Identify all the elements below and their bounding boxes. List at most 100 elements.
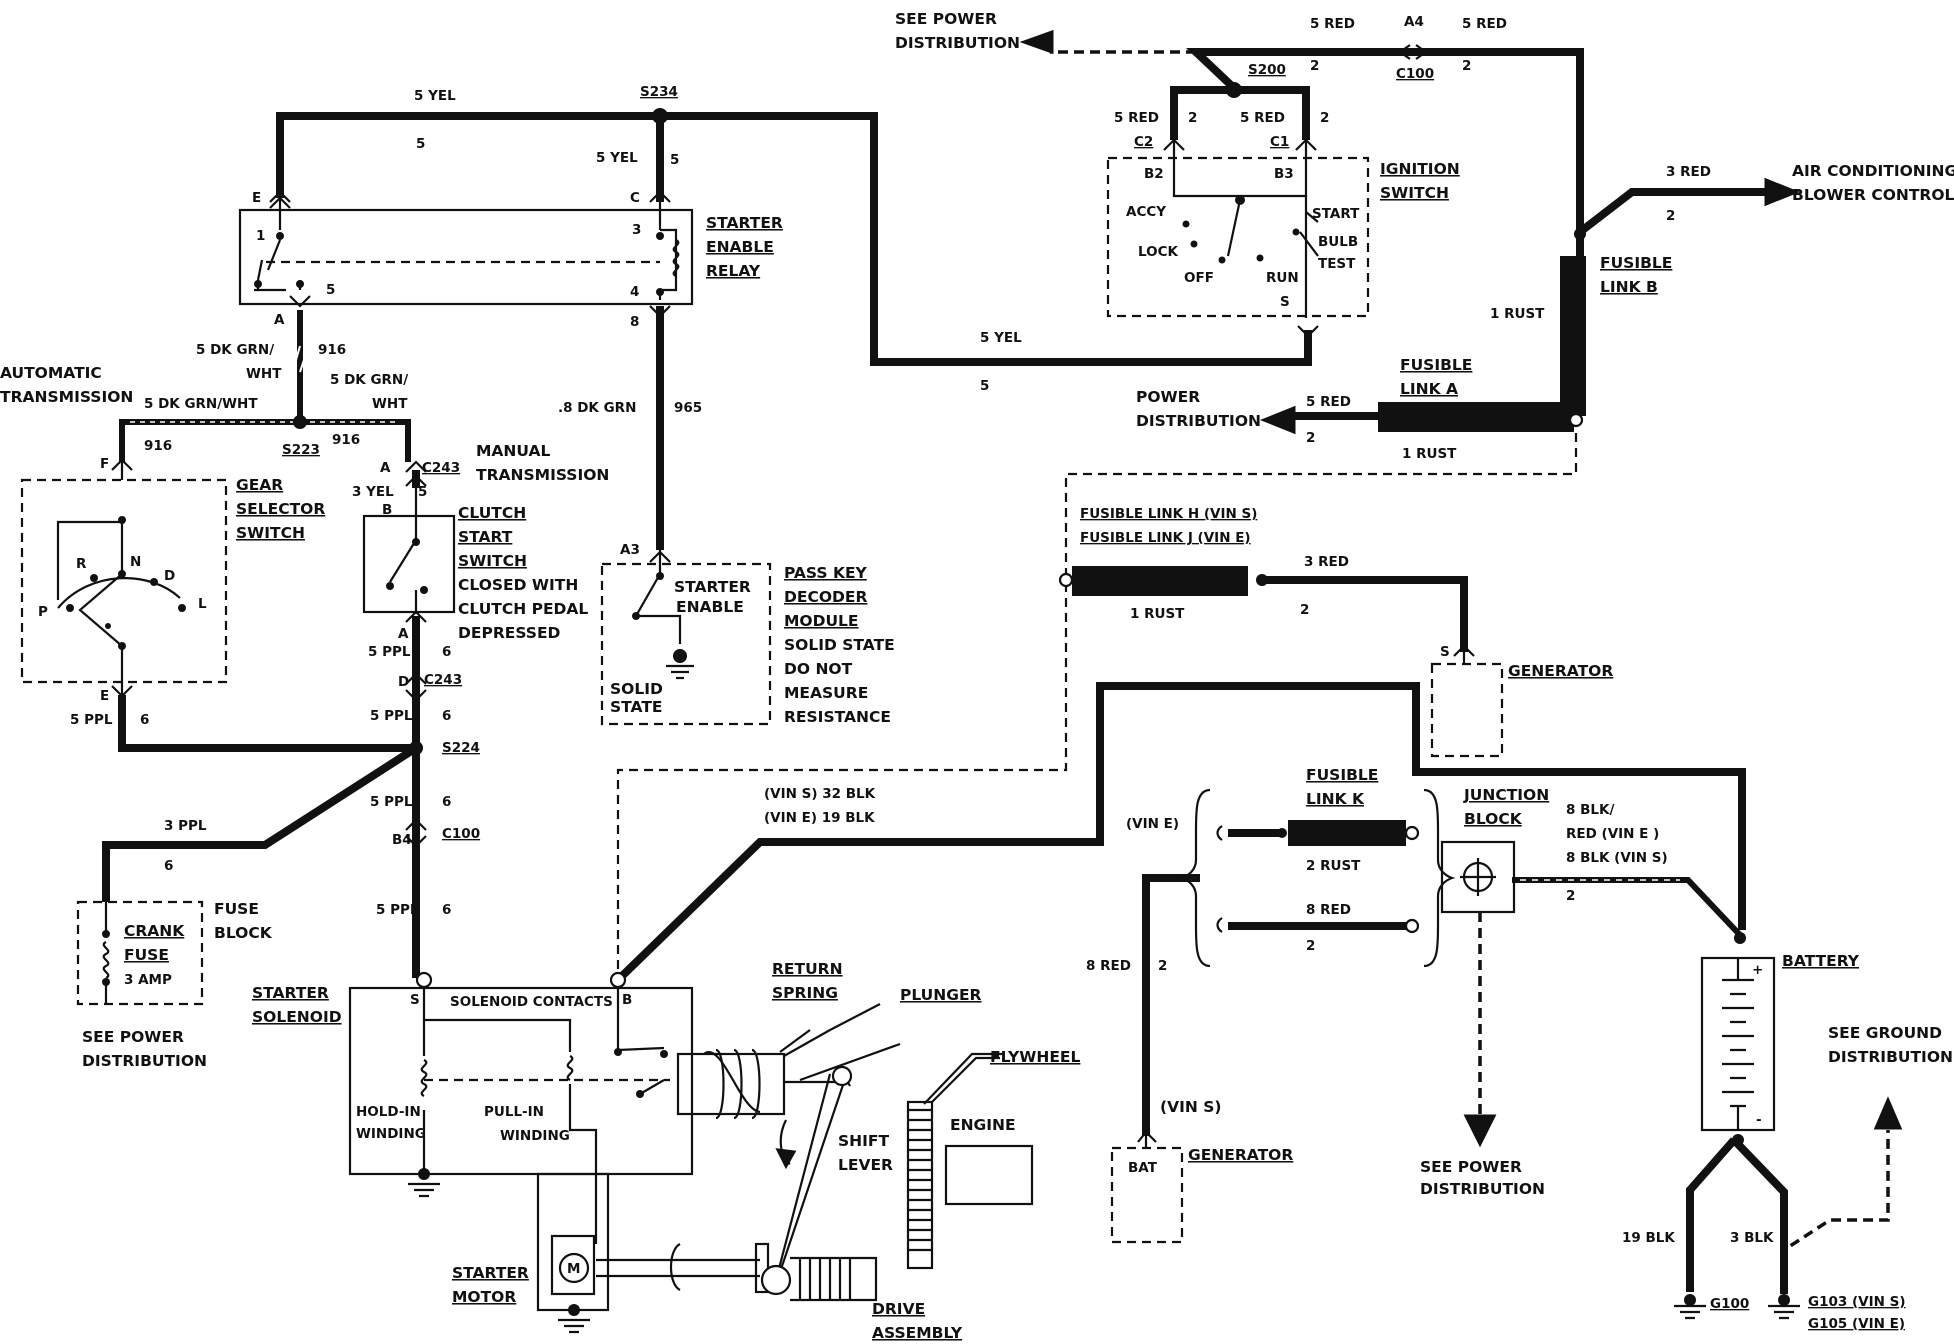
passkey-label-1: PASS KEY — [784, 564, 868, 582]
flink-a-wire: 1 RUST — [1402, 446, 1457, 462]
generator-top-pin: S — [1440, 644, 1450, 660]
junction-label-1: JUNCTION — [1463, 786, 1549, 804]
drive-assembly-1: DRIVE — [872, 1300, 925, 1318]
ref-power-distribution-1: POWER — [1136, 388, 1200, 406]
connector-a4: A4 — [1404, 14, 1424, 30]
circ-916-left: 916 — [144, 438, 172, 454]
ign-pin-b2: B2 — [1144, 166, 1164, 182]
wire-5ppl-a: 5 PPL — [368, 644, 411, 660]
ref-ac-1: AIR CONDITIONING: — [1792, 162, 1954, 180]
relay-pin-3: 3 — [632, 222, 641, 238]
gear-d: D — [164, 568, 175, 584]
ign-test: TEST — [1318, 256, 1356, 272]
passkey-solid-1: SOLID — [610, 680, 663, 698]
generator-bottom-pin: BAT — [1128, 1160, 1158, 1176]
circ-6-e: 6 — [140, 712, 149, 728]
wire-5red-a4l: 5 RED — [1310, 16, 1355, 32]
solenoid-label-1: STARTER — [252, 984, 329, 1002]
labels: SEE POWER DISTRIBUTION POWER DISTRIBUTIO… — [0, 10, 1954, 1342]
ref-power-distribution-2: DISTRIBUTION — [1136, 412, 1261, 430]
hold-in-2: WINDING — [356, 1126, 426, 1142]
flink-k-wire: 2 RUST — [1306, 858, 1361, 874]
crank-fuse-2: FUSE — [124, 946, 169, 964]
wire-5yel-top: 5 YEL — [414, 88, 456, 104]
circ-5-c: 5 — [670, 152, 679, 168]
passkey-solid-2: STATE — [610, 698, 663, 716]
starter-enable-relay — [238, 198, 694, 306]
ref-see-power-junction-2: DISTRIBUTION — [1420, 1180, 1545, 1198]
battery-label: BATTERY — [1782, 952, 1860, 970]
fusible-links — [1058, 228, 1586, 968]
ref-see-ground-2: DISTRIBUTION — [1828, 1048, 1953, 1066]
wire-5red-a4r: 5 RED — [1462, 16, 1507, 32]
shift-lever-1: SHIFT — [838, 1132, 889, 1150]
relay-pin-c: C — [630, 190, 640, 206]
clutch-note-3: DEPRESSED — [458, 624, 561, 642]
clutch-pin-b: B — [382, 502, 392, 518]
circ-2-pd: 2 — [1306, 430, 1315, 446]
hold-in-1: HOLD-IN — [356, 1104, 421, 1120]
circ-2-ac: 2 — [1666, 208, 1675, 224]
flink-b-1: FUSIBLE — [1600, 254, 1672, 272]
flink-hj-1: FUSIBLE LINK H (VIN S) — [1080, 506, 1257, 522]
ign-lock: LOCK — [1138, 244, 1179, 260]
ignition-label-2: SWITCH — [1380, 184, 1449, 202]
passkey-note-2: DO NOT — [784, 660, 853, 678]
flink-hj-wire: 1 RUST — [1130, 606, 1185, 622]
wire-3yel: 3 YEL — [352, 484, 394, 500]
solenoid-pin-b: B — [622, 992, 632, 1008]
wire-5red-c2: 5 RED — [1114, 110, 1159, 126]
ref-see-power-top-2: DISTRIBUTION — [895, 34, 1020, 52]
wire-5yel-c: 5 YEL — [596, 150, 638, 166]
wire-3ppl: 3 PPL — [164, 818, 207, 834]
circ-5-top: 5 — [416, 136, 425, 152]
circ-6-d: 6 — [442, 708, 451, 724]
flink-k-2: LINK K — [1306, 790, 1365, 808]
circ-6-a: 6 — [442, 644, 451, 660]
gear-pin-f: F — [100, 456, 109, 472]
pull-in-1: PULL-IN — [484, 1104, 544, 1120]
gear-n: N — [130, 554, 141, 570]
pull-in-2: WINDING — [500, 1128, 570, 1144]
fuse-block-2: BLOCK — [214, 924, 273, 942]
circ-6-s224: 6 — [442, 794, 451, 810]
ign-run: RUN — [1266, 270, 1299, 286]
wire-8red-j: 8 RED — [1306, 902, 1351, 918]
ignition-label-1: IGNITION — [1380, 160, 1460, 178]
flink-hj-2: FUSIBLE LINK J (VIN E) — [1080, 530, 1251, 546]
ign-start: START — [1312, 206, 1360, 222]
ign-off: OFF — [1184, 270, 1214, 286]
generator-bottom-note: (VIN S) — [1160, 1098, 1221, 1116]
clutch-pin-d: D — [398, 674, 409, 690]
circ-916-a: 916 — [318, 342, 346, 358]
relay-label-1: STARTER — [706, 214, 783, 232]
battery-plus: + — [1752, 962, 1763, 978]
splice-s234: S234 — [640, 84, 678, 100]
wiring — [102, 48, 1890, 1294]
relay-pin-8: 8 — [630, 314, 639, 330]
wire-8blk-2: RED (VIN E ) — [1566, 826, 1659, 842]
circ-6-b4: 6 — [442, 902, 451, 918]
pass-key-decoder — [600, 550, 772, 726]
ref-manual-trans-1: MANUAL — [476, 442, 550, 460]
passkey-inner-1: STARTER — [674, 578, 751, 596]
connector-b4: B4 — [392, 832, 412, 848]
return-spring-2: SPRING — [772, 984, 838, 1002]
ref-manual-trans-2: TRANSMISSION — [476, 466, 609, 484]
ign-bulb: BULB — [1318, 234, 1358, 250]
relay-pin-4: 4 — [630, 284, 639, 300]
circ-2-8blk: 2 — [1566, 888, 1575, 904]
solenoid-pin-s: S — [410, 992, 420, 1008]
wire-blk-main-2: (VIN E) 19 BLK — [764, 810, 875, 826]
wire-5dkgrn-a-2: WHT — [246, 366, 282, 382]
flywheel-label: FLYWHEEL — [990, 1048, 1081, 1066]
clutch-label-2: START — [458, 528, 513, 546]
ground-symbols — [1674, 1294, 1800, 1320]
crank-fuse-3: 3 AMP — [124, 972, 172, 988]
gear-l: L — [198, 596, 207, 612]
plunger-label: PLUNGER — [900, 986, 982, 1004]
wire-3blk: 3 BLK — [1730, 1230, 1774, 1246]
generator-top-label: GENERATOR — [1508, 662, 1613, 680]
ref-auto-trans-2: TRANSMISSION — [0, 388, 133, 406]
